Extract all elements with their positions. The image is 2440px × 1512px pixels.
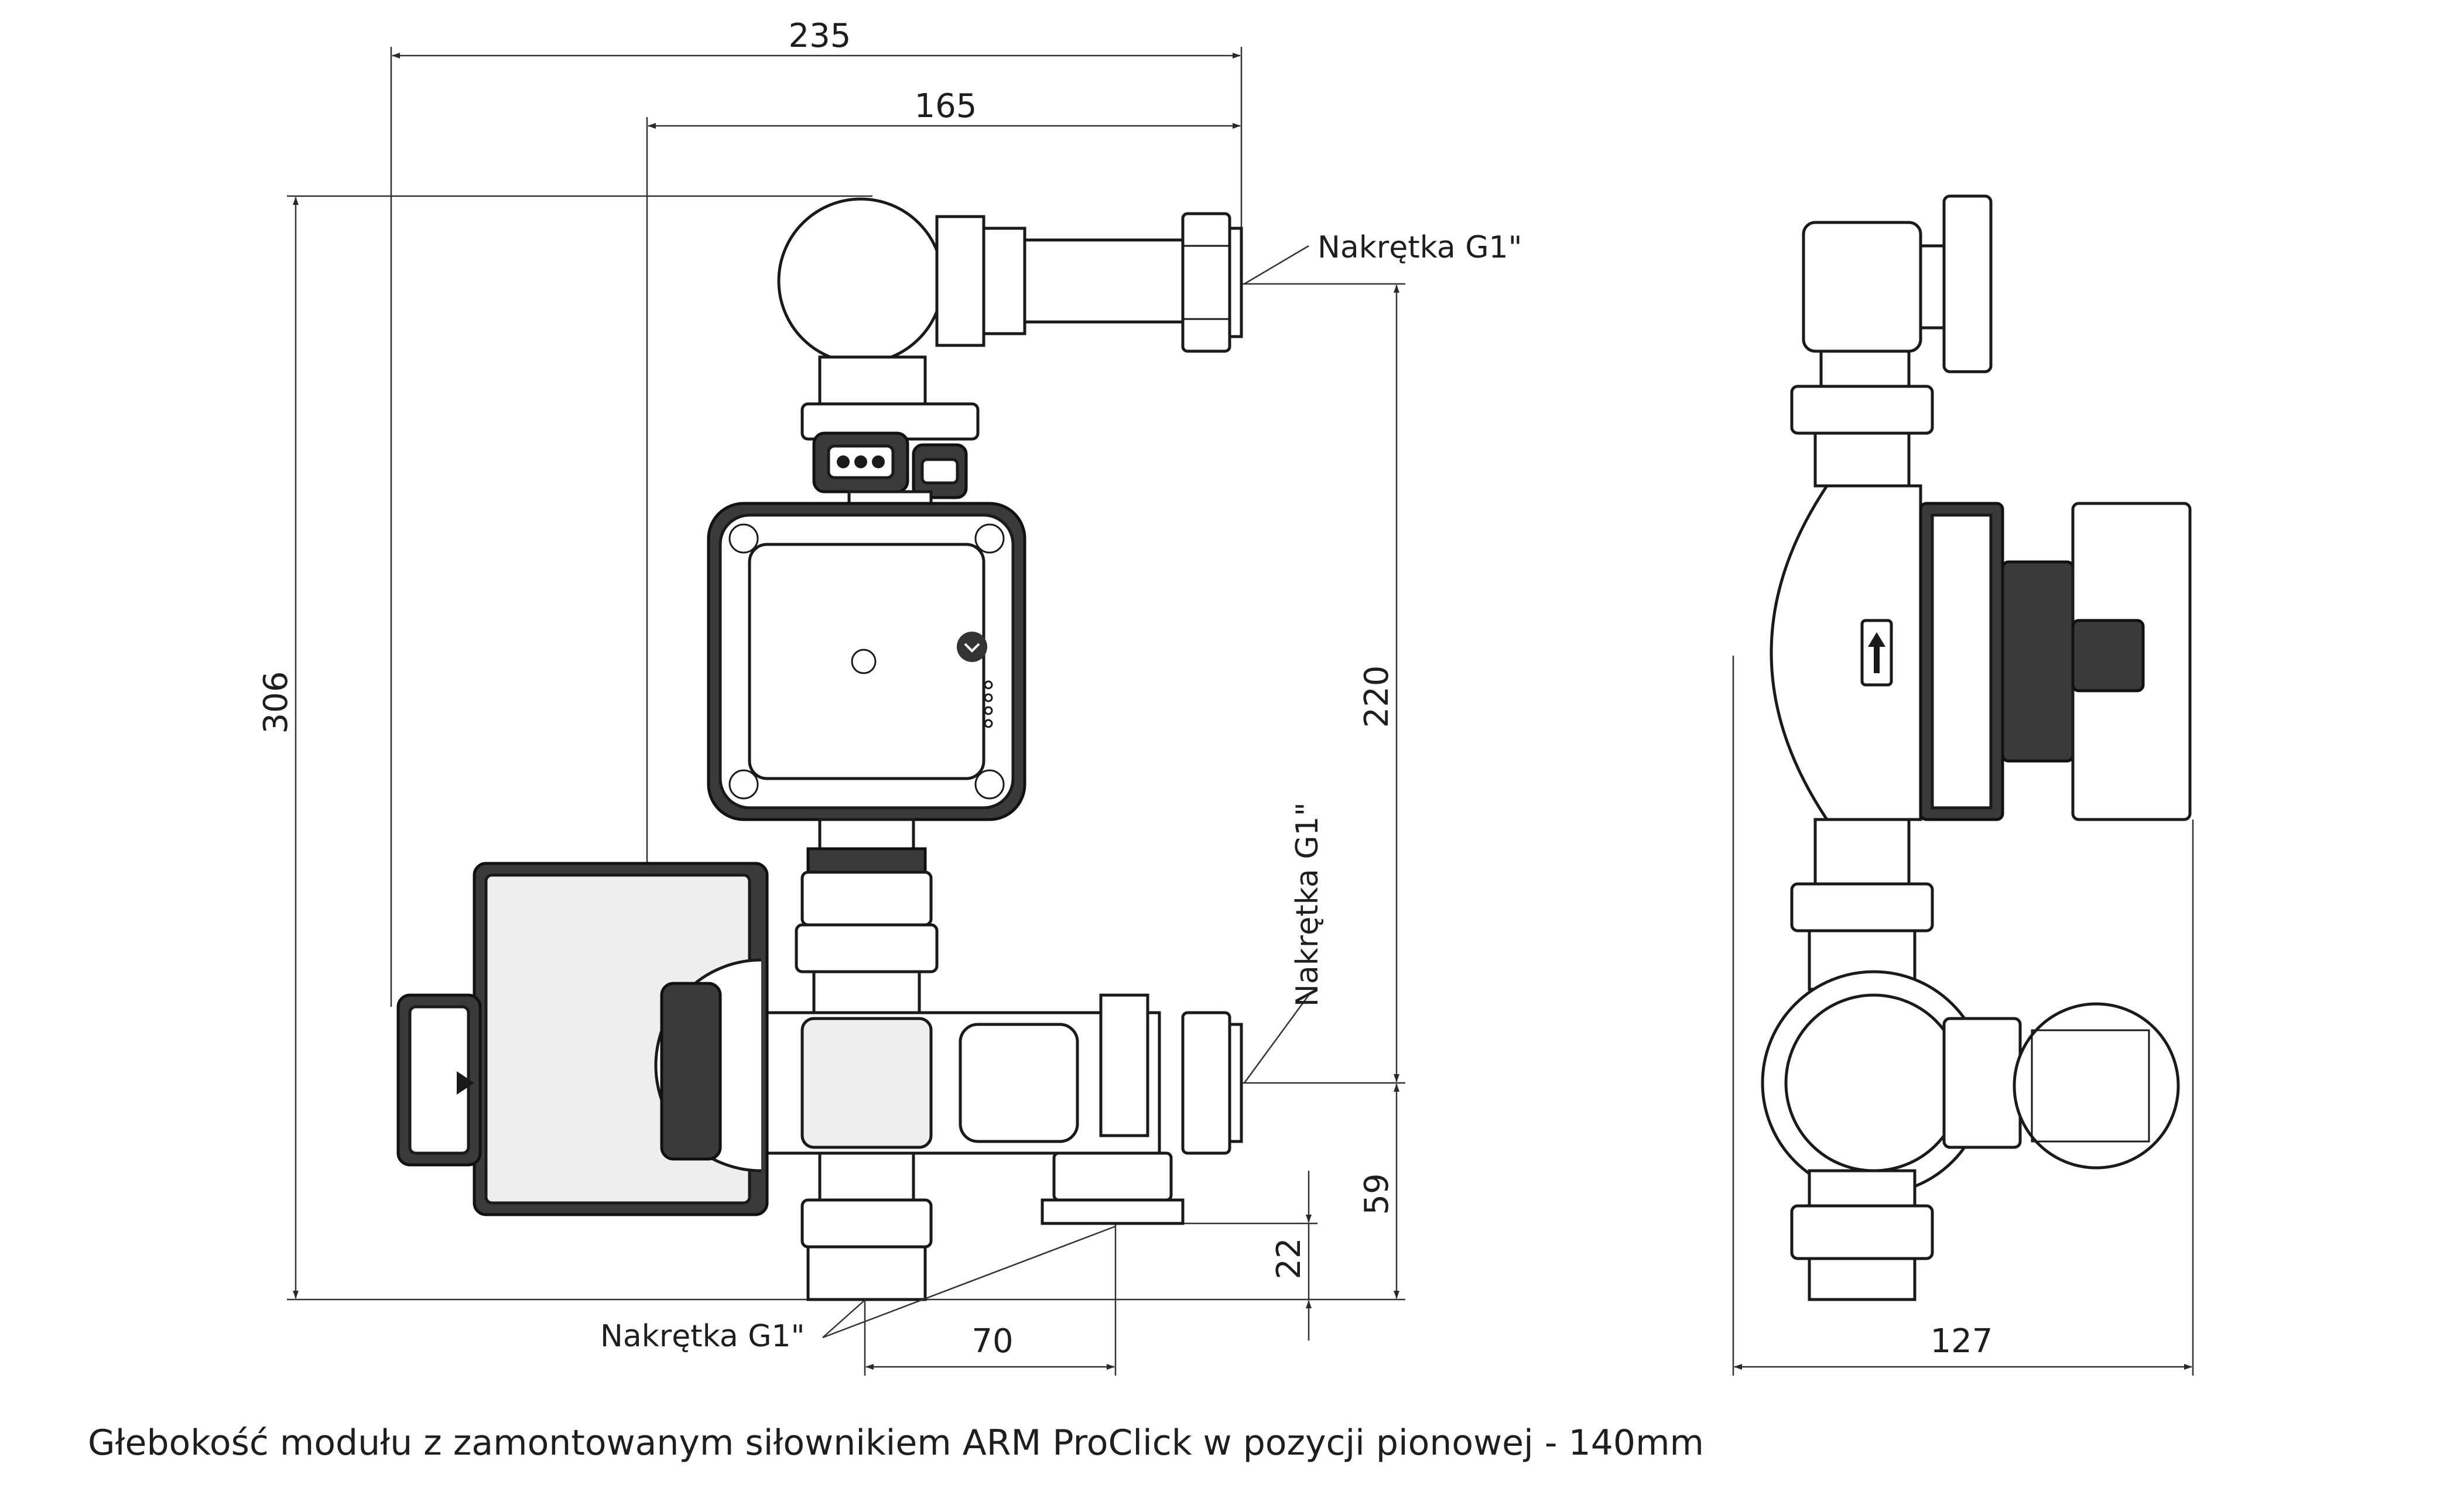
dimension-235-label: 235 [789,17,851,55]
nut-label-right: Nakrętka G1" [1243,802,1325,1084]
dimension-70-label: 70 [971,1322,1013,1360]
dimension-165-label: 165 [915,87,977,125]
actuator [396,862,769,1216]
dimension-235: 235 [390,17,1243,1007]
dimension-70: 70 [864,1223,1117,1376]
pump-head [707,502,1026,874]
dimension-306-label: 306 [257,671,295,734]
dimension-220: 220 [1241,283,1405,1084]
dimension-59-label: 59 [1358,1173,1396,1215]
dimension-165: 165 [646,87,1241,1007]
nut-label-right-text: Nakrętka G1" [1290,802,1325,1007]
top-valve-assembly [777,197,1243,406]
dimension-22-label: 22 [1270,1237,1308,1279]
lower-fittings [759,870,1243,1301]
dimension-127: 127 [1732,656,2194,1376]
nut-label-bottom-text: Nakrętka G1" [600,1319,805,1354]
dimension-220-label: 220 [1358,666,1396,728]
pump-connectors [800,402,980,517]
nut-label-top-text: Nakrętka G1" [1317,230,1522,265]
flow-arrow-icon [1868,632,1885,673]
dimension-127-label: 127 [1931,1322,1993,1360]
dimension-59: 59 [1358,1084,1399,1299]
depth-caption: Głebokość modułu z zamontowanym siłownik… [88,1422,1704,1463]
pump-button-icon [957,632,987,662]
nut-label-top: Nakrętka G1" [1244,230,1522,285]
side-view: 127 [1732,194,2194,1376]
nut-label-bottom: Nakrętka G1" [600,1225,1116,1354]
front-view: 235 165 306 220 59 [257,17,1522,1376]
